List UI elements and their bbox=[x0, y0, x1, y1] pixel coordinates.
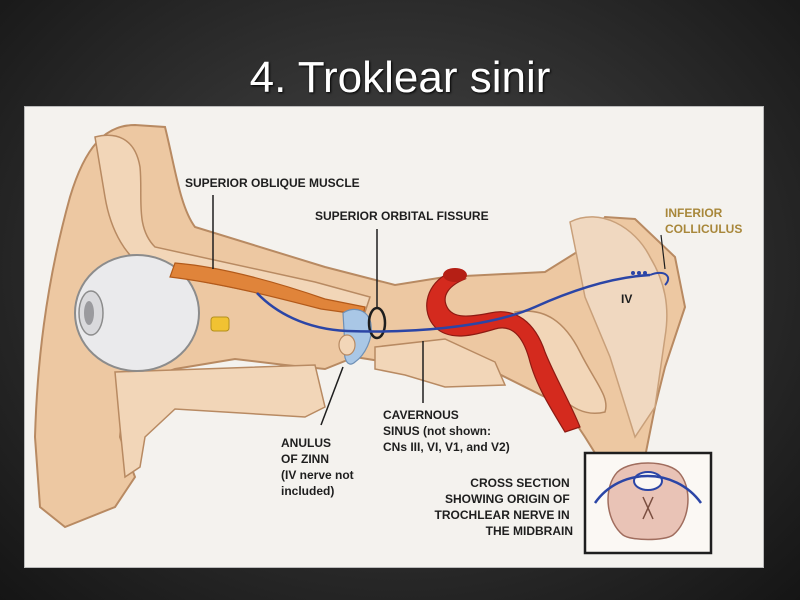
orbital-floor bbox=[114, 364, 326, 479]
sphenoid-body bbox=[374, 338, 507, 388]
label-orbital-fissure: SUPERIOR ORBITAL FISSURE bbox=[315, 209, 489, 223]
anulus-ring bbox=[338, 334, 356, 356]
trochlear-nerve bbox=[256, 273, 651, 333]
midbrain-cross-section-inset bbox=[583, 451, 713, 555]
nucleus-dot bbox=[643, 271, 647, 275]
carotid-lumen bbox=[443, 268, 467, 282]
label-inferior-colliculus: INFERIOR COLLICULUS bbox=[665, 206, 742, 236]
eye-pupil bbox=[84, 301, 94, 325]
colliculus-loop bbox=[649, 271, 670, 286]
nucleus-dot bbox=[637, 271, 641, 275]
superior-orbital-fissure-ring bbox=[367, 306, 387, 340]
label-cavernous-sinus: CAVERNOUS SINUS (not shown: CNs III, VI,… bbox=[383, 408, 510, 454]
carotid-artery bbox=[426, 274, 581, 433]
decussation-mark bbox=[642, 496, 654, 520]
label-cross-section: CROSS SECTION SHOWING ORIGIN OF TROCHLEA… bbox=[435, 476, 573, 538]
label-anulus-of-zinn: ANULUS OF ZINN (IV nerve not included) bbox=[281, 436, 357, 498]
leader-anulus bbox=[320, 366, 344, 426]
inset-nerve-arc bbox=[593, 474, 703, 504]
optic-nerve bbox=[210, 316, 230, 332]
nucleus-dot bbox=[631, 271, 635, 275]
slide-title: 4. Troklear sinir bbox=[249, 53, 551, 102]
eyeball bbox=[74, 254, 200, 372]
leader-colliculus bbox=[660, 234, 666, 270]
diagram-svg: SUPERIOR OBLIQUE MUSCLE SUPERIOR ORBITAL… bbox=[25, 107, 763, 567]
cerebral-aqueduct bbox=[633, 471, 663, 491]
brainstem bbox=[569, 216, 668, 439]
midbrain-section bbox=[607, 462, 689, 541]
trochlear-nerve-diagram: SUPERIOR OBLIQUE MUSCLE SUPERIOR ORBITAL… bbox=[24, 106, 764, 568]
label-nerve-iv: IV bbox=[621, 292, 632, 306]
label-superior-oblique: SUPERIOR OBLIQUE MUSCLE bbox=[185, 176, 360, 190]
